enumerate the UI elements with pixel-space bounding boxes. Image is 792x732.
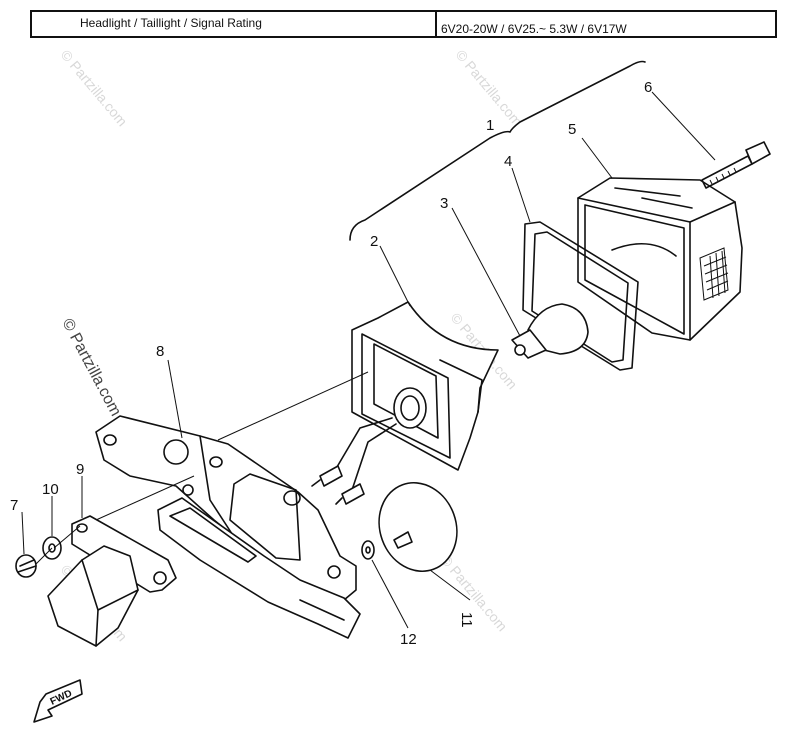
taillight-lens [577,177,743,341]
callout-9: 9 [76,461,84,478]
socket-wires [311,417,397,505]
washer-12 [361,540,375,560]
callout-12: 12 [400,631,417,648]
taillight-base [351,301,499,471]
watermark: © Partzilla.com [58,47,131,130]
callout-lines [21,91,716,629]
watermark: © Partzilla.com [58,316,124,419]
spec-value: 6V20-20W / 6V25.~ 5.3W / 6V17W [441,22,627,36]
callout-7: 7 [10,497,18,514]
reflector-disc [378,481,458,573]
license-bracket [95,415,361,639]
callout-8: 8 [156,343,164,360]
callout-1: 1 [486,117,494,134]
reflector-grid [699,247,729,301]
callout-5: 5 [568,121,576,138]
callout-11: 11 [458,612,475,628]
lens-gasket [522,221,639,371]
lens-screw [701,141,771,189]
fwd-arrow-icon: FWD [33,679,83,723]
callout-3: 3 [440,195,448,212]
callout-2: 2 [370,233,378,250]
license-light-cover [47,545,139,647]
spec-label: Headlight / Taillight / Signal Rating [32,12,437,36]
assembly-bracket [349,60,646,241]
leader-lines [35,371,369,565]
callout-6: 6 [644,79,652,96]
callout-4: 4 [504,153,512,170]
nut-7 [15,554,37,578]
spec-table: Headlight / Taillight / Signal Rating 6V… [30,10,777,38]
callout-10: 10 [42,481,59,498]
bulb [511,303,589,359]
